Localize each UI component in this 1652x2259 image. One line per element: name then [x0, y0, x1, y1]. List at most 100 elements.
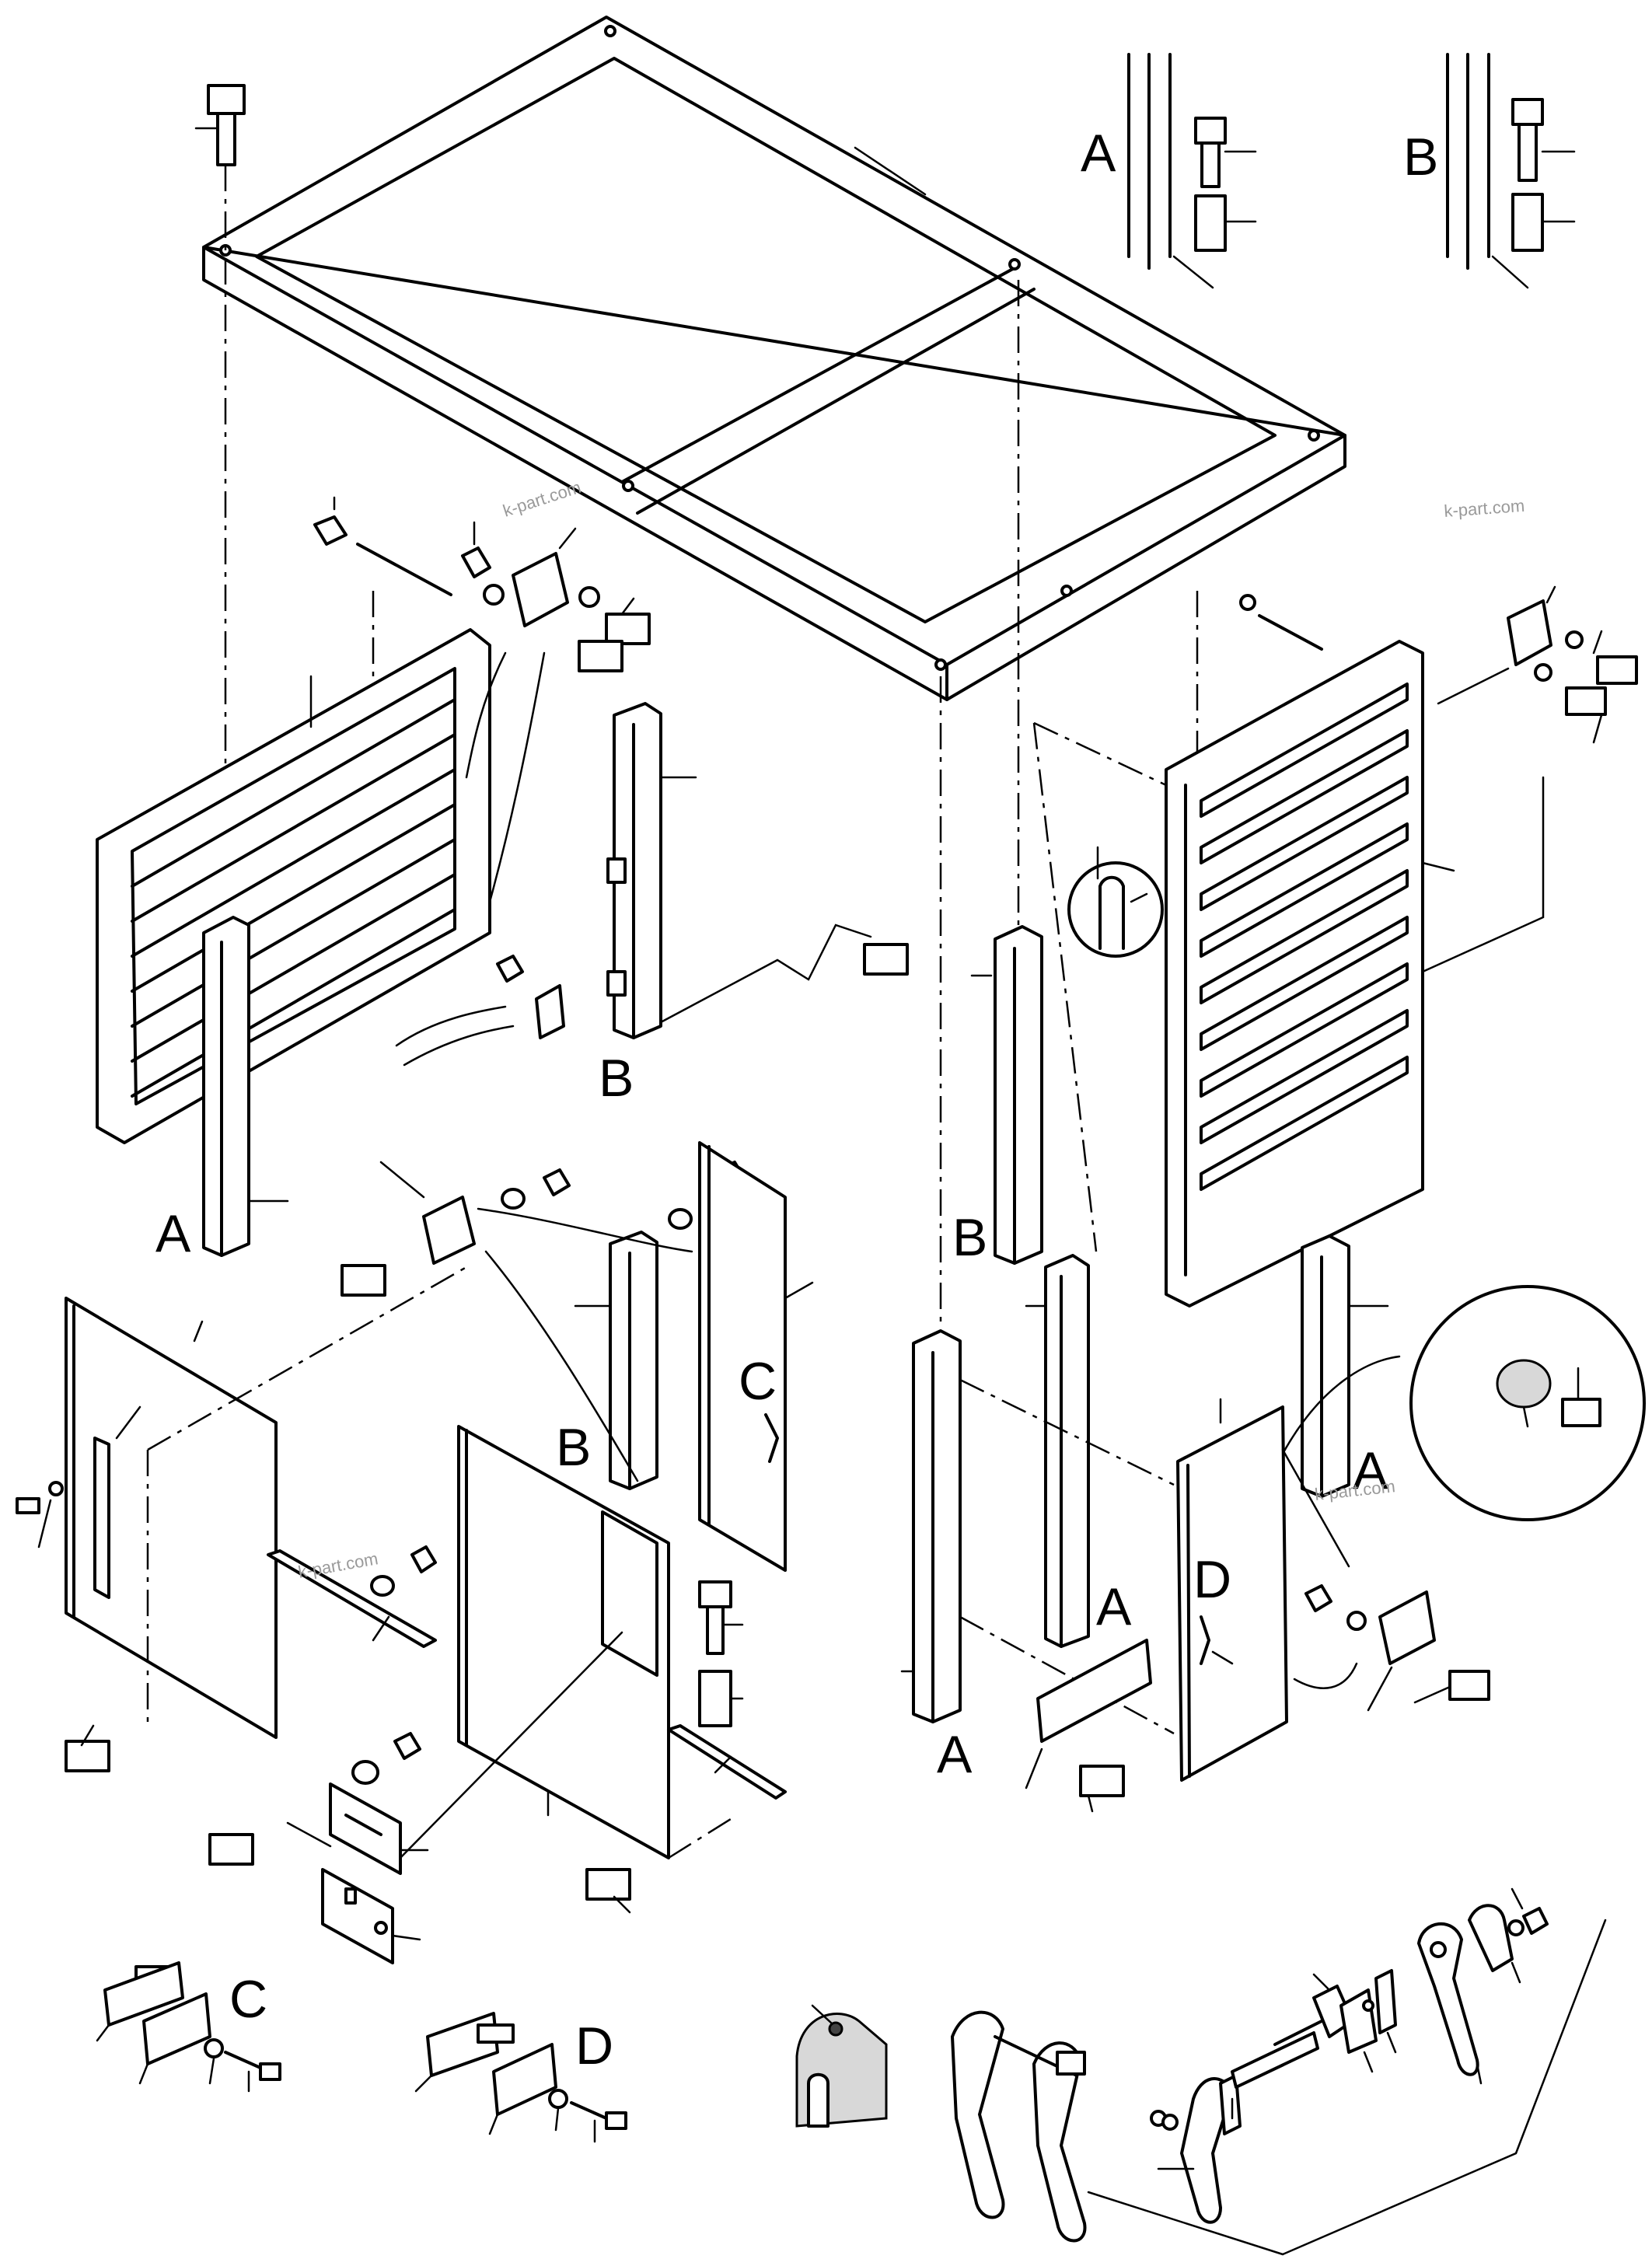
slat	[1200, 683, 1409, 818]
bolt	[1565, 686, 1607, 716]
handle	[1032, 2041, 1087, 2243]
detail-b: B	[1403, 53, 1576, 289]
hinge	[1378, 1590, 1436, 1665]
post-label-b: B	[952, 1208, 987, 1267]
nut	[410, 1545, 437, 1573]
detail-c-label: C	[229, 1970, 267, 2029]
slat	[1200, 1056, 1409, 1191]
bolt	[605, 613, 651, 645]
leader-line	[1293, 1662, 1358, 1689]
leader-line	[138, 2062, 149, 2085]
door	[698, 1141, 787, 1572]
detail-c: C	[96, 1961, 281, 2093]
post-label-a: A	[1096, 1577, 1132, 1636]
alignment-line	[959, 1615, 1175, 1735]
screw	[16, 1497, 40, 1514]
nut	[1522, 1907, 1549, 1935]
middle-hinge-cluster	[341, 1161, 746, 1482]
leader-line	[1511, 1961, 1521, 1984]
rear-panel	[395, 1425, 787, 1863]
louver-slats	[131, 698, 456, 1098]
panel-opening	[601, 1510, 658, 1677]
post-label-a: A	[1353, 1441, 1388, 1500]
detail-circle	[1067, 861, 1164, 958]
lever-hole	[1430, 1941, 1447, 1958]
bolt	[341, 1264, 386, 1297]
post	[202, 916, 250, 1257]
panel-bracket	[93, 1437, 110, 1599]
nut	[1056, 2051, 1086, 2076]
bolt-head	[207, 84, 246, 115]
latch-rod	[1231, 2031, 1319, 2089]
lock-slot	[344, 1887, 357, 1905]
slat	[1200, 869, 1409, 1004]
spacer	[1194, 194, 1227, 252]
leader-line	[1592, 630, 1603, 655]
leader-line	[1281, 1355, 1401, 1455]
leader-line	[208, 2057, 215, 2085]
detail-b-label: B	[1403, 127, 1438, 187]
latch-keeper	[1468, 1904, 1514, 1972]
leader-line	[414, 2074, 433, 2093]
leader-line	[1545, 585, 1556, 604]
spacer	[698, 1670, 732, 1727]
post-right-b: B	[952, 925, 1043, 1267]
post-label-b: B	[599, 1049, 634, 1108]
washer	[1161, 2114, 1179, 2131]
handle	[951, 2010, 1005, 2219]
gasket-strip	[795, 2004, 888, 2128]
lock-slot	[344, 1814, 382, 1836]
latch-block	[103, 1961, 184, 2027]
washer	[370, 1575, 395, 1597]
leader-line	[784, 1281, 814, 1300]
slat	[131, 733, 456, 923]
leader-line	[286, 1821, 332, 1848]
alignment-line	[147, 1266, 467, 1451]
post-right-a-front: A	[900, 1329, 1175, 1784]
alignment-line	[1033, 721, 1167, 787]
leader-line	[620, 597, 635, 616]
nut	[461, 546, 491, 578]
post-bracket	[606, 970, 627, 997]
bolt-rod	[1258, 614, 1323, 651]
post-center-b2: B	[556, 1231, 658, 1490]
washer	[1565, 630, 1584, 649]
leader-line	[193, 1320, 204, 1342]
detail-d-label: D	[575, 2016, 613, 2076]
post-right-a-middle: A	[1025, 1254, 1132, 1648]
slat	[1200, 916, 1409, 1051]
watermark: k-part.com	[297, 1548, 380, 1582]
leader-line	[1025, 1747, 1043, 1789]
lock-hole	[374, 1921, 388, 1935]
bolt-shank	[1518, 123, 1538, 182]
leader-line	[484, 1250, 639, 1482]
leader-line	[115, 1405, 141, 1440]
bottom-plate-d	[1025, 1639, 1152, 1813]
leader-line	[1130, 892, 1148, 903]
right-lower-hinge-cluster	[1293, 1584, 1490, 1712]
nut	[1304, 1584, 1332, 1612]
post	[1044, 1254, 1090, 1648]
left-side-panel	[16, 1266, 467, 1739]
leader-line	[1592, 714, 1603, 744]
alignment-line	[668, 1817, 732, 1859]
bolt-shank	[224, 2051, 262, 2069]
upper-hinge-cluster	[313, 496, 651, 903]
door-c: C	[698, 1141, 814, 1572]
frame-hole	[1308, 429, 1320, 442]
thread	[1273, 2020, 1323, 2046]
louver-frame	[1165, 640, 1424, 1308]
slat	[131, 873, 456, 1063]
leader-line	[1421, 776, 1545, 973]
frame-hole	[1060, 585, 1073, 597]
post-label-a: A	[155, 1204, 191, 1263]
gasket-dot	[828, 2021, 843, 2037]
leader-line	[488, 2113, 499, 2135]
leader-line	[379, 1161, 425, 1199]
detail-a-label: A	[1081, 124, 1116, 183]
bolt-shank	[706, 1605, 725, 1655]
leader-line	[1511, 1887, 1524, 1910]
door-handle	[764, 1413, 779, 1463]
leader-line	[1491, 255, 1529, 289]
leader-line	[477, 1207, 693, 1253]
